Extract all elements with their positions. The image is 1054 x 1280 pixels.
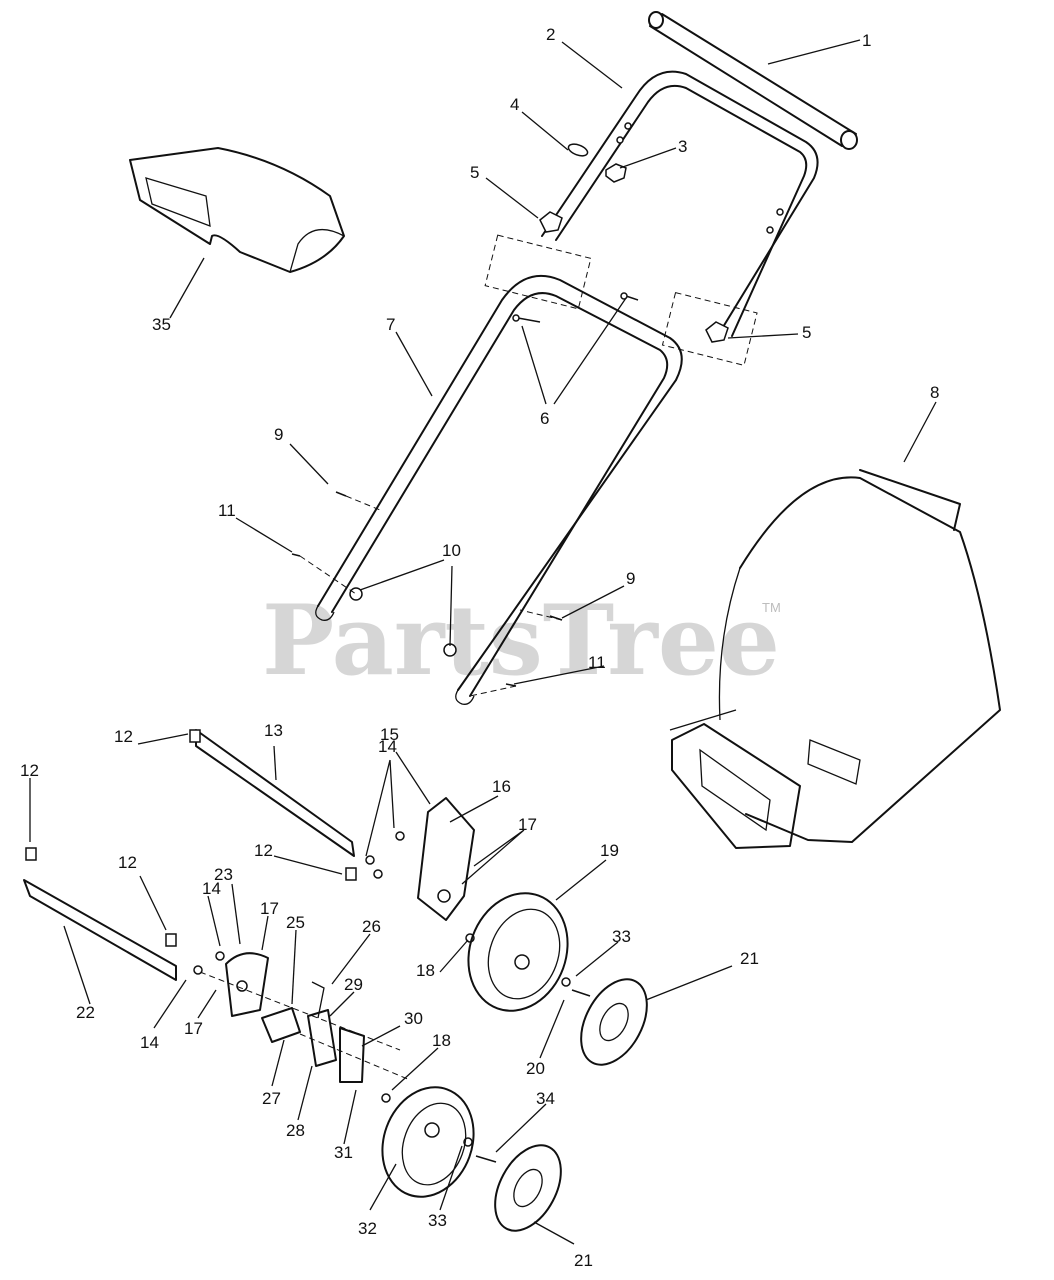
part-32-front-wheel <box>381 1086 475 1198</box>
leader-lines <box>29 39 937 1245</box>
watermark-trademark: TM <box>762 600 781 615</box>
part-20-axle-bolt-rear <box>571 989 591 997</box>
callout-9-lower: 9 <box>626 569 635 588</box>
callout-14-top: 14 <box>378 737 397 756</box>
callout-15: 15 <box>380 725 399 744</box>
callout-23: 23 <box>214 865 233 884</box>
part-1-handle-grip <box>648 11 858 150</box>
callout-31: 31 <box>334 1143 353 1162</box>
callout-20: 20 <box>526 1059 545 1078</box>
callout-26: 26 <box>362 917 381 936</box>
part-19-rear-wheel <box>467 892 569 1012</box>
callout-10: 10 <box>442 541 461 560</box>
part-5-wing-knob-lower <box>705 321 729 343</box>
part-23-adjuster-plate <box>225 952 269 1017</box>
callout-14-bottom: 14 <box>140 1033 159 1052</box>
callout-9-upper: 9 <box>274 425 283 444</box>
part-21-hubcap-front <box>494 1144 562 1232</box>
callout-1: 1 <box>862 31 871 50</box>
callout-34: 34 <box>536 1089 555 1108</box>
watermark-text: PartsTree <box>262 584 780 697</box>
callout-30: 30 <box>404 1009 423 1028</box>
callout-4: 4 <box>510 95 519 114</box>
callout-12-top: 12 <box>114 727 133 746</box>
callout-35: 35 <box>152 315 171 334</box>
part-22-front-axle-bar <box>23 879 177 981</box>
callout-11-upper: 11 <box>218 501 236 520</box>
callout-33-top: 33 <box>612 927 631 946</box>
callout-2: 2 <box>546 25 555 44</box>
callout-22: 22 <box>76 1003 95 1022</box>
part-11-screw-lower <box>505 683 517 687</box>
callout-14-mid: 14 <box>202 879 221 898</box>
callout-13: 13 <box>264 721 283 740</box>
part-3-knob <box>605 163 627 183</box>
callout-19: 19 <box>600 841 619 860</box>
callout-32: 32 <box>358 1219 377 1238</box>
callout-25: 25 <box>286 913 305 932</box>
callout-6: 6 <box>540 409 549 428</box>
callout-5-lower: 5 <box>802 323 811 342</box>
part-15-16-bracket <box>417 797 475 921</box>
callout-12-left: 12 <box>118 853 137 872</box>
callout-11-lower: 11 <box>588 653 606 672</box>
part-13-rear-axle-bar <box>195 729 355 857</box>
callout-labels: 1 2 3 4 5 5 6 7 8 9 9 10 11 11 12 12 12 … <box>20 25 939 1270</box>
callout-27: 27 <box>262 1089 281 1108</box>
callout-17-right: 17 <box>518 815 537 834</box>
part-35-discharge-chute <box>129 147 345 273</box>
callout-21-bottom: 21 <box>574 1251 593 1270</box>
callout-33-bottom: 33 <box>428 1211 447 1230</box>
callout-8: 8 <box>930 383 939 402</box>
part-10-knob-left <box>349 587 363 601</box>
part-6-bolts <box>512 292 639 323</box>
hardware-washers <box>193 831 571 1147</box>
callout-12-mid: 12 <box>254 841 273 860</box>
part-7-lower-handle <box>315 275 683 705</box>
part-8-collection-bag <box>669 469 1001 849</box>
part-21-hubcap-rear <box>580 978 648 1066</box>
callout-18-bottom: 18 <box>432 1031 451 1050</box>
part-12-nuts <box>25 729 357 947</box>
callout-3: 3 <box>678 137 687 156</box>
callout-7: 7 <box>386 315 395 334</box>
callout-21-top: 21 <box>740 949 759 968</box>
callout-17-mid: 17 <box>260 899 279 918</box>
bracket-outline-left <box>484 234 592 310</box>
part-34-axle-bolt-front <box>475 1155 497 1163</box>
part-9-pin-upper <box>335 491 347 497</box>
part-25-to-31-height-parts <box>199 971 411 1083</box>
handle-hardware-lines <box>299 495 563 697</box>
part-2-upper-handle <box>541 70 819 337</box>
callout-5-upper: 5 <box>470 163 479 182</box>
callout-29: 29 <box>344 975 363 994</box>
callout-16: 16 <box>492 777 511 796</box>
callout-18-top: 18 <box>416 961 435 980</box>
callout-28: 28 <box>286 1121 305 1140</box>
callout-12-far-left: 12 <box>20 761 39 780</box>
part-11-screw-upper <box>291 553 301 557</box>
callout-17-left: 17 <box>184 1019 203 1038</box>
part-4-clip <box>567 143 589 157</box>
part-5-wing-knob-upper <box>539 211 563 233</box>
bracket-outline-right <box>661 292 758 366</box>
